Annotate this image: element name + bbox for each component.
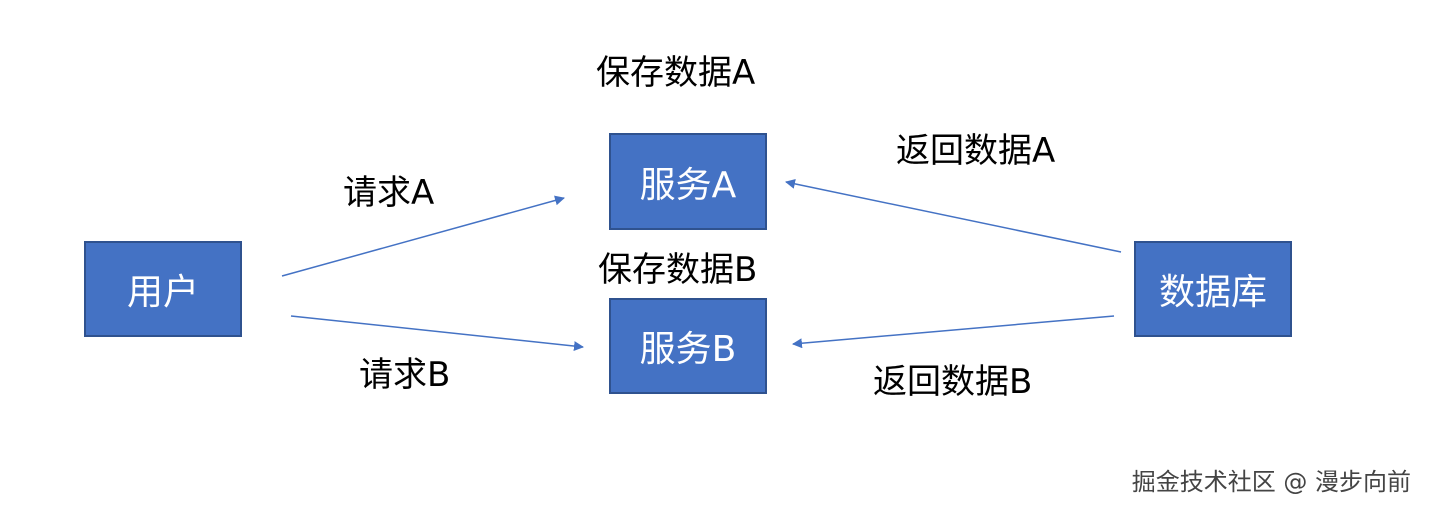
save-a-label: 保存数据A (596, 53, 756, 93)
watermark: 掘金技术社区 @ 漫步向前 (1131, 468, 1411, 496)
arrow-user-to-service-b (290, 315, 584, 352)
service-b-node: 服务B (609, 298, 767, 394)
return-a-label: 返回数据A (896, 131, 1056, 171)
database-node: 数据库 (1134, 241, 1292, 337)
user-node: 用户 (84, 241, 242, 337)
user-node-label: 用户 (126, 272, 199, 313)
request-b-label: 请求B (359, 355, 451, 395)
arrow-user-to-service-a (281, 195, 565, 277)
request-a-label: 请求A (343, 173, 435, 213)
arrow-database-to-service-a (785, 178, 1122, 253)
save-b-label: 保存数据B (598, 250, 758, 290)
service-a-node: 服务A (609, 133, 767, 230)
service-b-node-label: 服务B (639, 329, 737, 370)
service-a-node-label: 服务A (639, 164, 737, 206)
return-b-label: 返回数据B (873, 362, 1033, 402)
arrow-database-to-service-b (792, 315, 1115, 349)
database-node-label: 数据库 (1158, 272, 1267, 313)
